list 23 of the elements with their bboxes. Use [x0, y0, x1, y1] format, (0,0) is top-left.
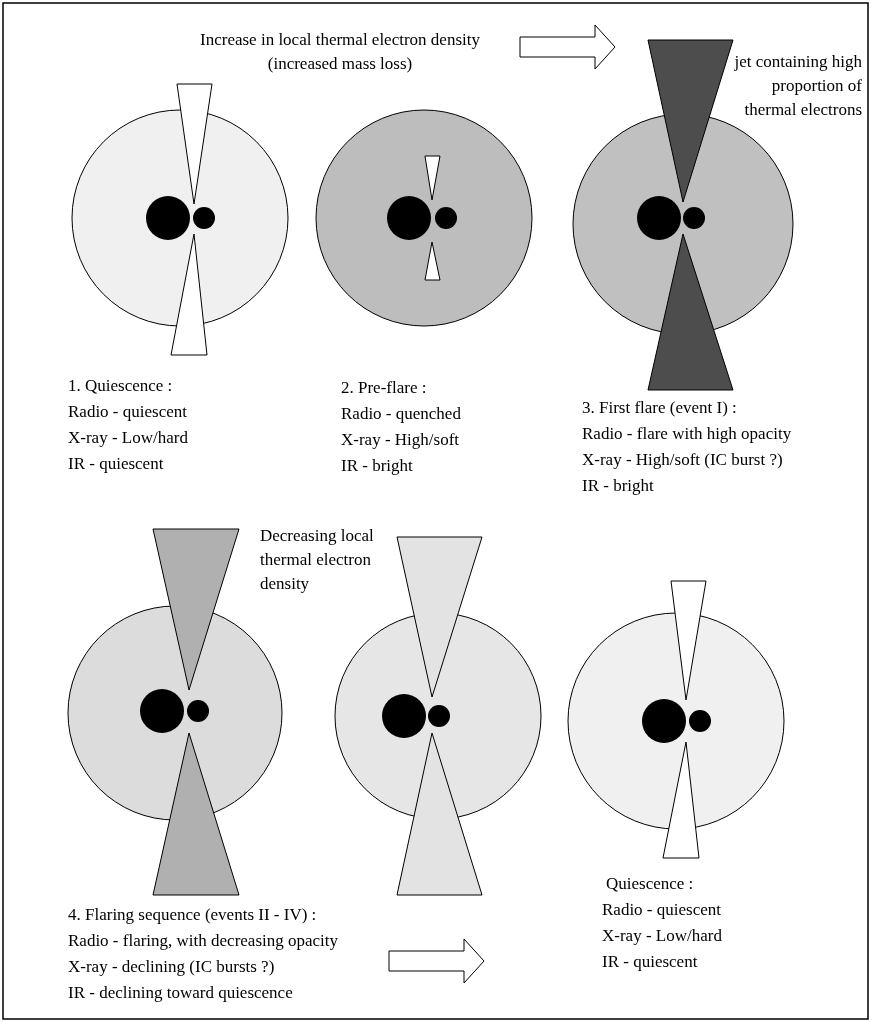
state-text: X-ray - Low/hard: [68, 427, 188, 449]
stage-heading: 4. Flaring sequence (events II - IV) :: [68, 904, 317, 926]
state-text: X-ray - High/soft (IC burst ?): [582, 449, 783, 471]
state-text: X-ray - Low/hard: [602, 925, 722, 947]
state-text: IR - quiescent: [602, 951, 698, 973]
stage-heading: 1. Quiescence :: [68, 375, 173, 397]
state-text: IR - declining toward quiescence: [68, 982, 293, 1004]
state-text: Radio - quiescent: [602, 899, 721, 921]
note-text: Decreasing local thermal electron density: [260, 525, 375, 595]
state-text: Radio - flare with high opacity: [582, 423, 792, 445]
stage-heading: 3. First flare (event I) :: [582, 397, 737, 419]
state-text: Radio - quenched: [341, 403, 461, 425]
stage-heading: Quiescence :: [606, 873, 694, 895]
state-text: X-ray - declining (IC bursts ?): [68, 956, 275, 978]
state-text: IR - bright: [341, 455, 413, 477]
state-text: Radio - quiescent: [68, 401, 187, 423]
state-text: Radio - flaring, with decreasing opacity: [68, 930, 339, 952]
note-text: Increase in local thermal electron density (increased mass loss): [199, 29, 481, 75]
note-text: jet containing high proportion of thermal electrons: [733, 51, 862, 121]
state-text: IR - bright: [582, 475, 654, 497]
stage-heading: 2. Pre-flare :: [341, 377, 427, 399]
state-text: IR - quiescent: [68, 453, 164, 475]
state-text: X-ray - High/soft: [341, 429, 460, 451]
